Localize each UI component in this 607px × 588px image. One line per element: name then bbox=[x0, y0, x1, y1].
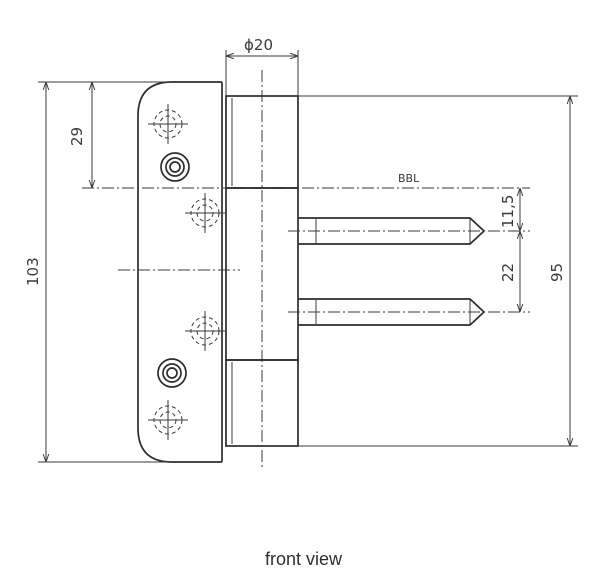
dim-11-5-text: 11,5 bbox=[499, 195, 517, 228]
bbl-label: BBL bbox=[398, 172, 420, 185]
leaf-screw-holes bbox=[118, 104, 240, 440]
dimension-29: 29 bbox=[68, 81, 172, 188]
dimension-103: 103 bbox=[24, 81, 172, 463]
hinge-barrel bbox=[225, 70, 299, 470]
dim-29-text: 29 bbox=[68, 127, 86, 146]
hinge-technical-drawing: BBL ϕ20 29 103 95 11,5 22 bbox=[24, 36, 578, 470]
dim-diameter-text: ϕ20 bbox=[244, 36, 273, 54]
bbl-reference-line: BBL bbox=[82, 172, 530, 189]
hinge-leaf bbox=[137, 81, 223, 463]
dimension-diameter: ϕ20 bbox=[225, 36, 299, 96]
dim-22-text: 22 bbox=[499, 263, 517, 282]
dim-103-text: 103 bbox=[24, 257, 42, 286]
dimension-11-5: 11,5 bbox=[499, 188, 520, 231]
figure-caption: front view bbox=[264, 549, 343, 569]
dimension-22: 22 bbox=[499, 231, 520, 312]
mounting-pins bbox=[288, 217, 530, 326]
dimension-95: 95 bbox=[298, 95, 578, 447]
dim-95-text: 95 bbox=[548, 263, 566, 282]
